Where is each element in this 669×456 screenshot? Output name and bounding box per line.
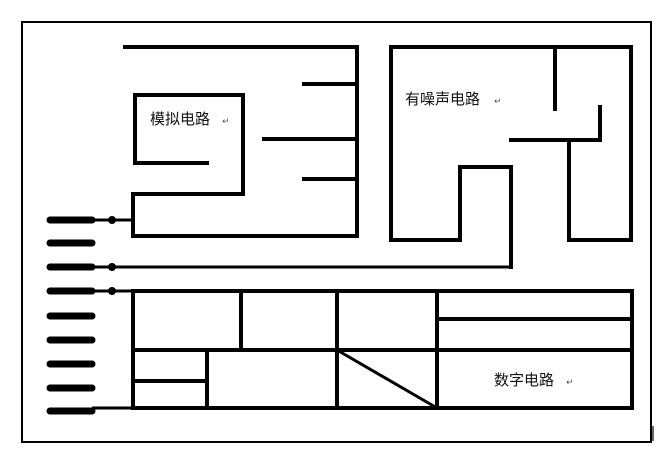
analog-paragraph-mark: ↵ [222,117,230,127]
noisy-inner-trace [458,165,513,269]
connector-pins [46,216,96,415]
noisy-paragraph-mark: ↵ [494,97,502,107]
digital-circuit-region [131,289,634,411]
analog-circuit-region [123,45,359,238]
digital-diagonal [334,347,440,411]
via-dots [108,216,116,295]
noisy-outer-trace [389,45,633,242]
noisy-inner-hook [509,105,602,142]
noisy-circuit-region [389,45,633,269]
noisy-circuit-label: 有噪声电路 [405,90,480,108]
digital-circuit-label: 数字电路 [494,371,554,389]
analog-outer-trace [123,45,359,238]
via-dot [108,263,116,271]
analog-circuit-label: 模拟电路 [150,110,210,128]
board-outline [21,21,652,443]
via-dot [108,287,116,295]
digital-paragraph-mark: ↵ [566,378,574,388]
via-dot [108,216,116,224]
